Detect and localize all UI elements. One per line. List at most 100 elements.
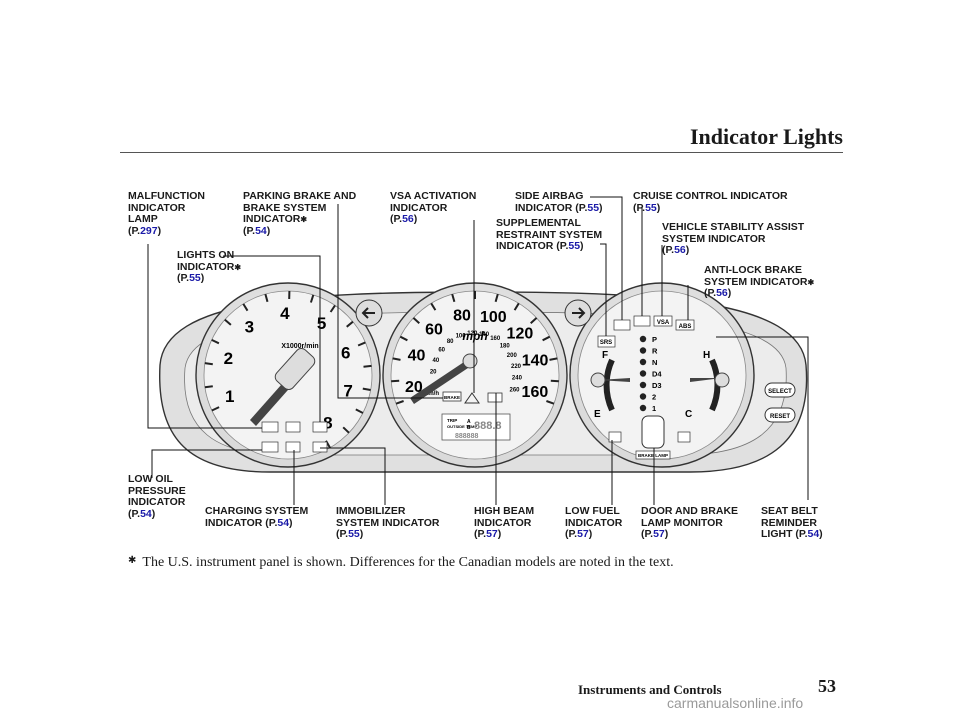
footer-section: Instruments and Controls bbox=[578, 682, 722, 697]
tach-number: 8 bbox=[323, 414, 332, 433]
gauge-tick bbox=[392, 357, 401, 361]
gear-label: 2 bbox=[652, 393, 656, 402]
speed-kmh-number: 260 bbox=[509, 387, 520, 393]
svg-text:888.8: 888.8 bbox=[474, 420, 502, 432]
speed-mph-number: 20 bbox=[405, 379, 423, 396]
speed-kmh-number: 80 bbox=[447, 339, 454, 345]
gauge-tick bbox=[513, 302, 520, 311]
gauge-tick bbox=[546, 400, 555, 405]
tachometer-unit: X1000r/min bbox=[281, 343, 318, 350]
svg-text:888888: 888888 bbox=[455, 433, 478, 440]
brake-indicator-label: BRAKE bbox=[444, 395, 460, 400]
speed-kmh-number: 160 bbox=[490, 336, 501, 342]
gauge-tick bbox=[494, 293, 499, 303]
speed-kmh-number: 220 bbox=[511, 364, 522, 370]
speed-kmh-number: 120 bbox=[467, 331, 478, 337]
gear-dot bbox=[639, 393, 647, 400]
gear-label: D4 bbox=[652, 370, 662, 379]
tach-number: 1 bbox=[225, 387, 234, 406]
fuel-full: F bbox=[602, 350, 608, 361]
speed-kmh-number: 40 bbox=[433, 358, 440, 364]
gauge-tick bbox=[451, 293, 456, 303]
gear-dot bbox=[639, 381, 647, 389]
odo-b: B bbox=[467, 425, 471, 431]
gear-dot bbox=[639, 404, 647, 412]
speed-kmh-number: 100 bbox=[456, 334, 467, 340]
gauge-tick bbox=[342, 426, 350, 434]
gauge-tick bbox=[357, 341, 366, 347]
speed-kmh-number: 60 bbox=[438, 347, 445, 353]
gauge-tick bbox=[391, 379, 400, 383]
page-number: 53 bbox=[818, 676, 836, 696]
gear-label: R bbox=[652, 347, 658, 356]
gauge-tick bbox=[542, 335, 551, 342]
gear-label: 1 bbox=[652, 404, 656, 413]
gauge-tick bbox=[264, 293, 269, 303]
speed-mph-number: 120 bbox=[507, 325, 534, 342]
speed-kmh-number: 180 bbox=[500, 343, 511, 349]
reset-button-label: RESET bbox=[770, 414, 790, 420]
gear-dot bbox=[639, 335, 647, 343]
gauge-tick bbox=[412, 317, 420, 325]
gear-dot bbox=[639, 370, 647, 377]
gear-label: N bbox=[652, 358, 657, 367]
fuel-empty: E bbox=[594, 409, 601, 420]
gauge-tick bbox=[309, 294, 315, 303]
tach-number: 4 bbox=[280, 304, 290, 323]
gear-dot bbox=[639, 347, 647, 354]
speed-mph-number: 100 bbox=[480, 309, 507, 326]
speed-kmh-number: 20 bbox=[430, 369, 437, 375]
gauge-tick bbox=[204, 385, 213, 389]
kmh-label: km/h bbox=[425, 391, 439, 397]
gear-dot bbox=[639, 358, 647, 366]
gauge-tick bbox=[329, 304, 336, 313]
speed-mph-number: 60 bbox=[425, 322, 443, 339]
select-button-label: SELECT bbox=[768, 389, 792, 395]
gauge-tick bbox=[224, 318, 232, 326]
gauge-tick bbox=[211, 406, 220, 412]
abs-indicator-label: ABS bbox=[679, 324, 692, 330]
speed-mph-number: 140 bbox=[522, 353, 549, 370]
tach-number: 3 bbox=[245, 318, 254, 337]
gauge-tick bbox=[242, 303, 249, 312]
gauge-tick bbox=[362, 387, 371, 391]
speed-mph-number: 160 bbox=[522, 384, 549, 401]
temp-cold: C bbox=[685, 409, 692, 420]
speed-kmh-number: 200 bbox=[507, 353, 518, 359]
tach-number: 2 bbox=[224, 349, 233, 368]
figure-caption: ✱The U.S. instrument panel is shown. Dif… bbox=[128, 555, 674, 570]
title-rule bbox=[120, 152, 843, 153]
gauge-tick bbox=[549, 357, 558, 361]
mph-label: mph bbox=[462, 329, 487, 343]
watermark: carmanualsonline.info bbox=[667, 695, 804, 711]
speed-mph-number: 40 bbox=[408, 348, 426, 365]
odo-a: A bbox=[467, 419, 471, 425]
gauge-tick bbox=[399, 335, 408, 342]
gauge-tick bbox=[204, 362, 213, 366]
brake-lamp-label: BRAKE LAMP bbox=[638, 453, 668, 458]
speed-mph-number: 80 bbox=[453, 307, 471, 324]
gauge-tick bbox=[395, 400, 404, 405]
temp-hot: H bbox=[703, 350, 710, 361]
gear-label: P bbox=[652, 335, 657, 344]
trip-label: TRIP bbox=[447, 418, 457, 423]
tach-number: 7 bbox=[343, 381, 352, 400]
label-cruise-control: CRUISE CONTROL INDICATOR(P.55) bbox=[633, 190, 788, 214]
